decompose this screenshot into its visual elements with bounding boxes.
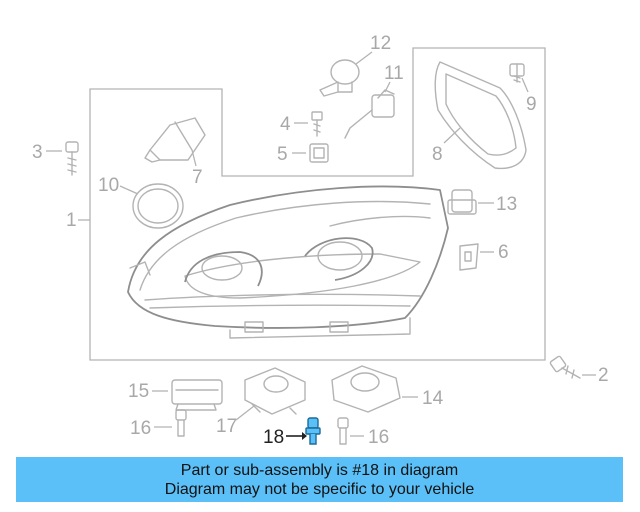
part-16-bolt-right [337, 417, 349, 445]
callout-15: 15 [128, 381, 149, 402]
parts-diagram: 10 7 3 1 12 11 4 [32, 33, 609, 448]
callout-14: 14 [422, 388, 444, 409]
callout-17: 17 [216, 416, 237, 437]
part-3-bolt [65, 141, 79, 176]
part-13-connector [447, 189, 477, 215]
part-7-socket [144, 117, 206, 163]
part-9-screw [509, 63, 525, 83]
part-15-ballast [171, 379, 223, 411]
part-14-igniter [331, 365, 401, 413]
callout-16-left: 16 [130, 418, 151, 439]
part-6-clip [459, 243, 479, 271]
callout-9: 9 [526, 94, 537, 115]
banner-line-2: Diagram may not be specific to your vehi… [164, 481, 475, 498]
callout-12: 12 [370, 33, 391, 54]
callout-4: 4 [280, 114, 291, 135]
part-12-bulb [319, 59, 360, 97]
callout-10: 10 [98, 175, 119, 196]
callout-6: 6 [498, 242, 509, 263]
callout-8: 8 [432, 144, 443, 165]
callout-1: 1 [66, 210, 77, 231]
part-16-bolt-left [175, 409, 187, 437]
part-18-bolt-highlighted[interactable] [305, 417, 321, 445]
part-11-xenon-bulb [344, 89, 395, 139]
callout-5: 5 [277, 144, 288, 165]
callout-18: 18 [263, 427, 284, 448]
callout-3: 3 [32, 142, 43, 163]
banner-line-1: Part or sub-assembly is #18 in diagram [180, 462, 459, 479]
assembly-frame [89, 47, 546, 361]
part-2-bolt [549, 355, 581, 379]
part-8-gasket [434, 61, 527, 170]
callout-7: 7 [192, 167, 203, 188]
callout-16-right: 16 [368, 427, 389, 448]
part-10-ring [132, 183, 184, 229]
callout-13: 13 [496, 194, 517, 215]
callout-2: 2 [598, 365, 609, 386]
callout-18-arrowhead [302, 432, 307, 440]
headlamp-housing [127, 185, 449, 339]
callout-11: 11 [384, 63, 404, 84]
part-4-screw [311, 111, 323, 137]
part-5-clip [309, 143, 329, 163]
info-banner: Part or sub-assembly is #18 in diagram D… [16, 457, 623, 502]
part-17-module [244, 367, 306, 415]
